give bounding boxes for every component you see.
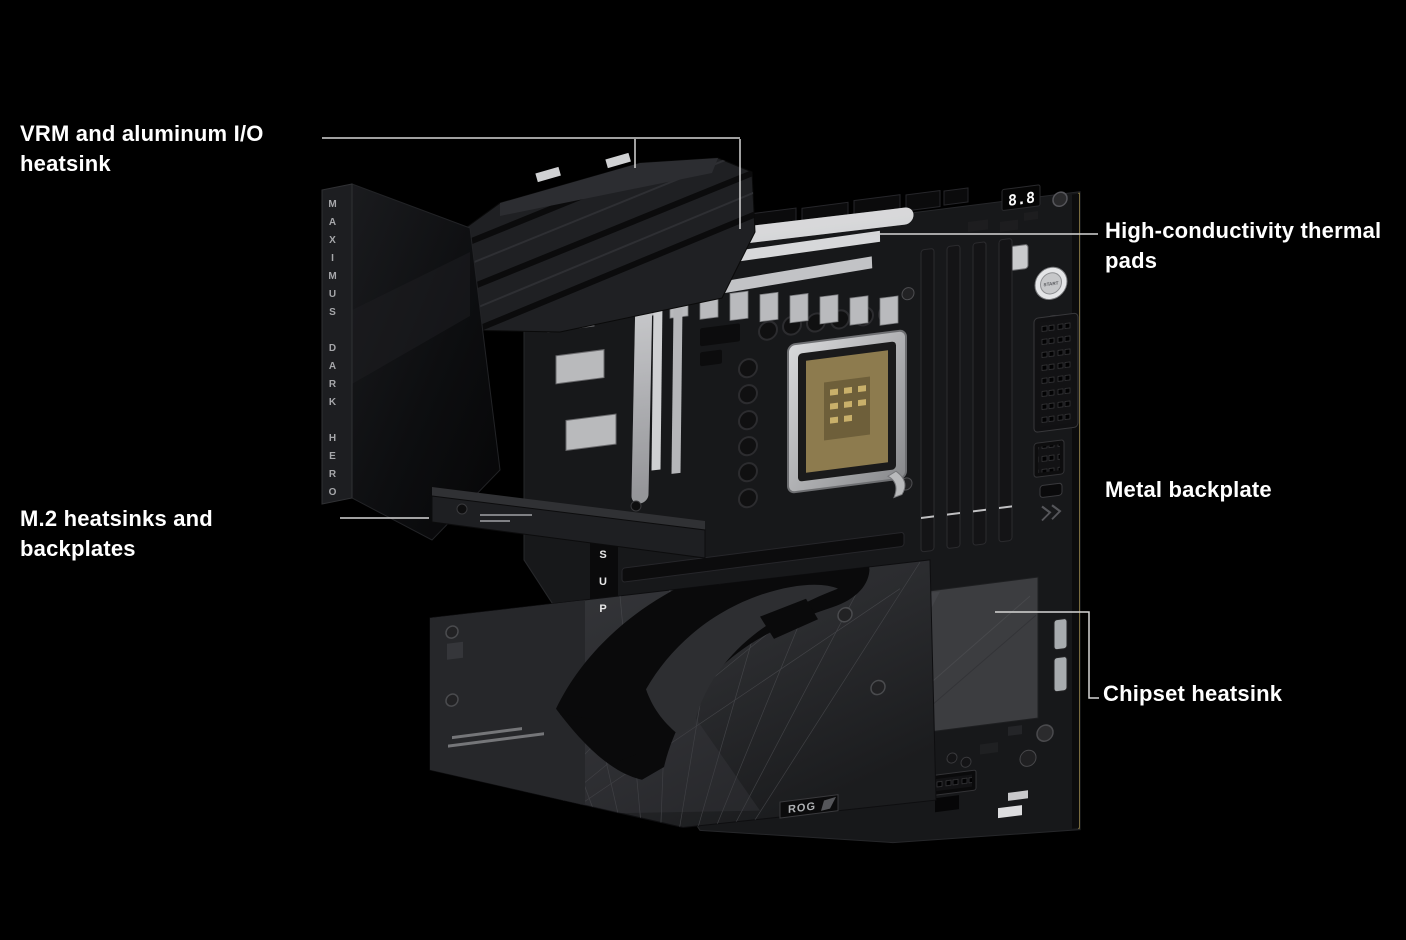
vrm-chokes [700,323,740,367]
small-components-topright [968,211,1038,232]
pcb-board: 8.8 START [429,184,1081,865]
serial-markings [448,727,544,748]
mounting-hole [1052,191,1068,208]
callout-m2-heatsinks: M.2 heatsinks and backplates [20,506,213,561]
m2-edge-connectors [1053,618,1068,693]
start-button: START [1034,266,1068,300]
io-shroud [321,183,501,541]
m2-screw [630,500,642,512]
rog-badge-text: ROG [788,801,816,817]
qr-code [447,641,463,660]
heatsink-silver-tab [605,152,631,169]
cpu-socket [787,329,907,499]
shroud-product-name: MAXIMUS DARK HERO [327,199,338,505]
shroud-name-strip [321,183,353,505]
shroud-reflection [352,252,470,384]
callout-vrm-heatsink: VRM and aluminum I/O heatsink [20,121,264,176]
pcie-x16-slot [621,532,905,583]
metal-backplate-edge [1072,193,1079,829]
debug-led-display: 8.8 [1001,184,1041,211]
m2-heatsink-bar [431,487,706,559]
rog-badge: ROG [779,794,839,819]
supremefx-edge-text: SUP [597,549,609,630]
cover-screws [445,606,886,707]
chipset-leader-line [995,611,1099,699]
chevron-marks [1041,504,1062,522]
dimm-latches [921,505,1012,520]
heatsink-silver-tab [535,166,561,183]
pcie-8pin-header [1033,439,1065,478]
debug-readout: 8.8 [1008,188,1035,209]
m2-bar-markings [480,514,532,522]
callout-metal-backplate: Metal backplate [1105,477,1272,502]
socket-lever [887,470,906,499]
usb-c-front-header [1039,482,1063,498]
atx-24pin-connector [1033,312,1079,433]
callout-lines [322,137,1099,699]
callout-chipset-heatsink: Chipset heatsink [1103,681,1283,706]
start-button-label: START [1044,280,1059,287]
rog-eye-logo [556,553,870,780]
mounting-hole [901,287,915,301]
dimm-slots [920,238,1013,553]
gold-contacts [830,385,866,424]
m2-screw [456,503,468,515]
callout-thermal-pads: High-conductivity thermal pads [1105,218,1382,273]
rog-eye-cover: ROG [429,553,937,865]
